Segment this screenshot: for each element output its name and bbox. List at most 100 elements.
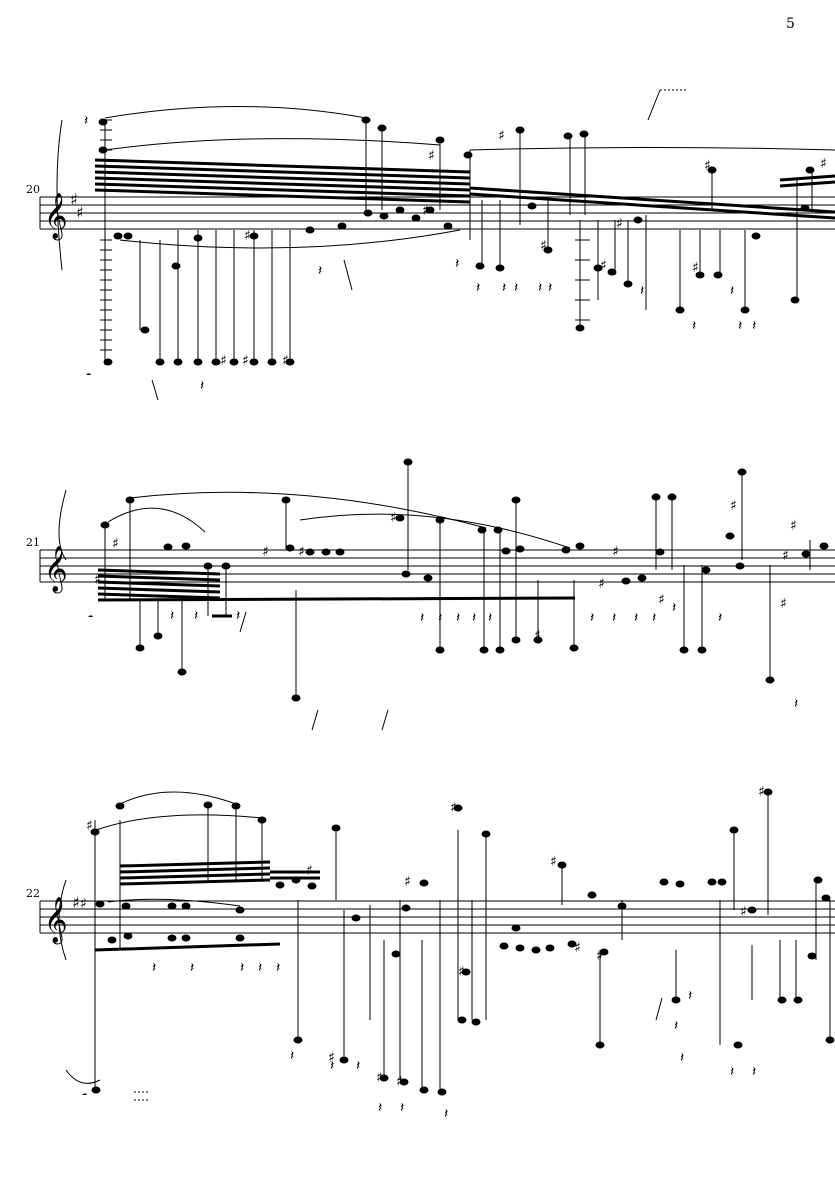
svg-text:𝄽: 𝄽 — [84, 113, 88, 129]
svg-text:♯: ♯ — [658, 592, 665, 608]
svg-text:𝄼: 𝄼 — [88, 610, 94, 626]
svg-text:♯: ♯ — [458, 964, 465, 980]
svg-text:♯: ♯ — [820, 156, 827, 172]
svg-text:𝄽: 𝄽 — [378, 1100, 382, 1116]
svg-text:♯: ♯ — [422, 203, 429, 219]
svg-text:♯: ♯ — [704, 158, 711, 174]
svg-text:𝄽: 𝄽 — [290, 1048, 294, 1064]
svg-text:♯: ♯ — [376, 1070, 383, 1086]
key-sharp-icon: ♯ — [70, 190, 78, 209]
svg-text:𝄽: 𝄽 — [400, 1100, 404, 1116]
svg-text:𝄽: 𝄽 — [190, 960, 194, 976]
treble-clef-icon: 𝄞 — [44, 897, 68, 945]
svg-text:♯: ♯ — [692, 260, 699, 276]
measure-number-21: 21 — [26, 536, 40, 549]
key-sharp-icon: ♯ — [76, 203, 84, 222]
svg-text:𝄽: 𝄽 — [152, 960, 156, 976]
measure-number-22: 22 — [26, 887, 40, 900]
svg-text:𝄼: 𝄼 — [86, 368, 92, 384]
notation-system-20: 𝄽𝄽𝄽𝄽𝄽 𝄽𝄽𝄽𝄽𝄽 𝄽𝄽𝄽 ♯♯♯♯♯ ♯♯♯♯ ♯♯♯♯ 𝄼𝄽 — [56, 89, 835, 401]
svg-text:♯: ♯ — [404, 874, 411, 890]
svg-text:𝄽: 𝄽 — [472, 610, 476, 626]
svg-text:𝄽: 𝄽 — [538, 280, 542, 296]
svg-text:𝄽: 𝄽 — [590, 610, 594, 626]
svg-text:𝄽: 𝄽 — [258, 960, 262, 976]
svg-text:𝄽: 𝄽 — [456, 610, 460, 626]
svg-text:♯: ♯ — [428, 148, 435, 164]
svg-text:𝄽: 𝄽 — [634, 610, 638, 626]
svg-text:♯: ♯ — [616, 216, 623, 232]
svg-text:𝄽: 𝄽 — [738, 318, 742, 334]
svg-text:𝄽: 𝄽 — [674, 1018, 678, 1034]
svg-text:♯: ♯ — [740, 904, 747, 920]
svg-text:𝄽: 𝄽 — [730, 283, 734, 299]
svg-text:♯: ♯ — [94, 572, 101, 588]
svg-text:♯: ♯ — [112, 536, 119, 552]
svg-text:𝄽: 𝄽 — [476, 280, 480, 296]
svg-text:♯: ♯ — [242, 353, 249, 369]
svg-text:♯: ♯ — [780, 596, 787, 612]
svg-text:𝄽: 𝄽 — [330, 1058, 334, 1074]
svg-text:♯: ♯ — [550, 854, 557, 870]
svg-text:𝄽: 𝄽 — [652, 610, 656, 626]
svg-text:♯: ♯ — [574, 940, 581, 956]
page-number: 5 — [786, 16, 795, 32]
svg-text:𝄼: 𝄼 — [82, 1088, 88, 1104]
svg-text:𝄽: 𝄽 — [488, 610, 492, 626]
svg-text:♯: ♯ — [450, 800, 457, 816]
svg-text:𝄽: 𝄽 — [680, 1050, 684, 1066]
svg-text:𝄽: 𝄽 — [730, 1064, 734, 1080]
svg-text:♯: ♯ — [306, 863, 313, 879]
svg-text:♯: ♯ — [390, 510, 397, 526]
svg-text:♯: ♯ — [244, 228, 251, 244]
svg-text:♯: ♯ — [758, 784, 765, 800]
svg-text:♯: ♯ — [790, 518, 797, 534]
staff-system-22 — [39, 900, 835, 934]
svg-text:𝄽: 𝄽 — [420, 610, 424, 626]
svg-text:♯: ♯ — [596, 948, 603, 964]
svg-text:𝄽: 𝄽 — [318, 263, 322, 279]
svg-text:𝄽: 𝄽 — [612, 610, 616, 626]
svg-text:♯: ♯ — [598, 576, 605, 592]
svg-text:𝄽: 𝄽 — [794, 696, 798, 712]
notation-system-22: 𝄽𝄽𝄽𝄽𝄽 𝄽𝄽𝄽𝄽𝄽𝄽 𝄽𝄽𝄽𝄽𝄽 ♯♯♯♯♯♯ ♯♯♯♯♯ ♯♯♯𝄼 — [58, 784, 835, 1122]
notation-system-21: 𝄽𝄽𝄽 𝄽𝄽𝄽𝄽𝄽 𝄽𝄽𝄽𝄽𝄽𝄽𝄽 ♯♯♯♯ ♯♯♯♯♯ ♯♯♯♯ 𝄼 — [58, 458, 829, 731]
svg-text:𝄽: 𝄽 — [170, 608, 174, 624]
svg-text:𝄽: 𝄽 — [752, 1064, 756, 1080]
svg-text:♯: ♯ — [498, 128, 505, 144]
svg-text:♯: ♯ — [600, 258, 607, 274]
svg-text:𝄽: 𝄽 — [514, 280, 518, 296]
svg-text:♯: ♯ — [730, 498, 737, 514]
svg-text:𝄽: 𝄽 — [692, 318, 696, 334]
svg-text:𝄽: 𝄽 — [194, 608, 198, 624]
svg-text:♯: ♯ — [80, 896, 87, 912]
svg-text:♯: ♯ — [262, 544, 269, 560]
svg-text:𝄽: 𝄽 — [752, 318, 756, 334]
staff-system-20 — [39, 196, 835, 230]
svg-text:𝄽: 𝄽 — [455, 256, 459, 272]
svg-text:𝄽: 𝄽 — [640, 283, 644, 299]
svg-text:♯: ♯ — [782, 548, 789, 564]
svg-text:♯: ♯ — [534, 628, 541, 644]
svg-text:𝄽: 𝄽 — [236, 608, 240, 624]
svg-text:𝄽: 𝄽 — [672, 600, 676, 616]
svg-text:𝄽: 𝄽 — [718, 610, 722, 626]
svg-text:♯: ♯ — [298, 544, 305, 560]
svg-text:♯: ♯ — [396, 1074, 403, 1090]
svg-text:𝄽: 𝄽 — [200, 378, 204, 394]
treble-clef-icon: 𝄞 — [44, 546, 68, 594]
svg-text:𝄽: 𝄽 — [438, 610, 442, 626]
svg-text:♯: ♯ — [328, 1050, 335, 1066]
key-sharp-icon: ♯ — [72, 893, 80, 912]
svg-text:𝄽: 𝄽 — [356, 1058, 360, 1074]
svg-text:♯: ♯ — [282, 353, 289, 369]
measure-number-20: 20 — [26, 183, 40, 196]
treble-clef-icon: 𝄞 — [44, 193, 68, 241]
svg-text:𝄽: 𝄽 — [548, 280, 552, 296]
svg-text:♯: ♯ — [86, 818, 93, 834]
svg-text:𝄽: 𝄽 — [688, 988, 692, 1004]
svg-text:𝄽: 𝄽 — [444, 1106, 448, 1122]
svg-text:♯: ♯ — [540, 238, 547, 254]
svg-text:♯: ♯ — [220, 353, 227, 369]
